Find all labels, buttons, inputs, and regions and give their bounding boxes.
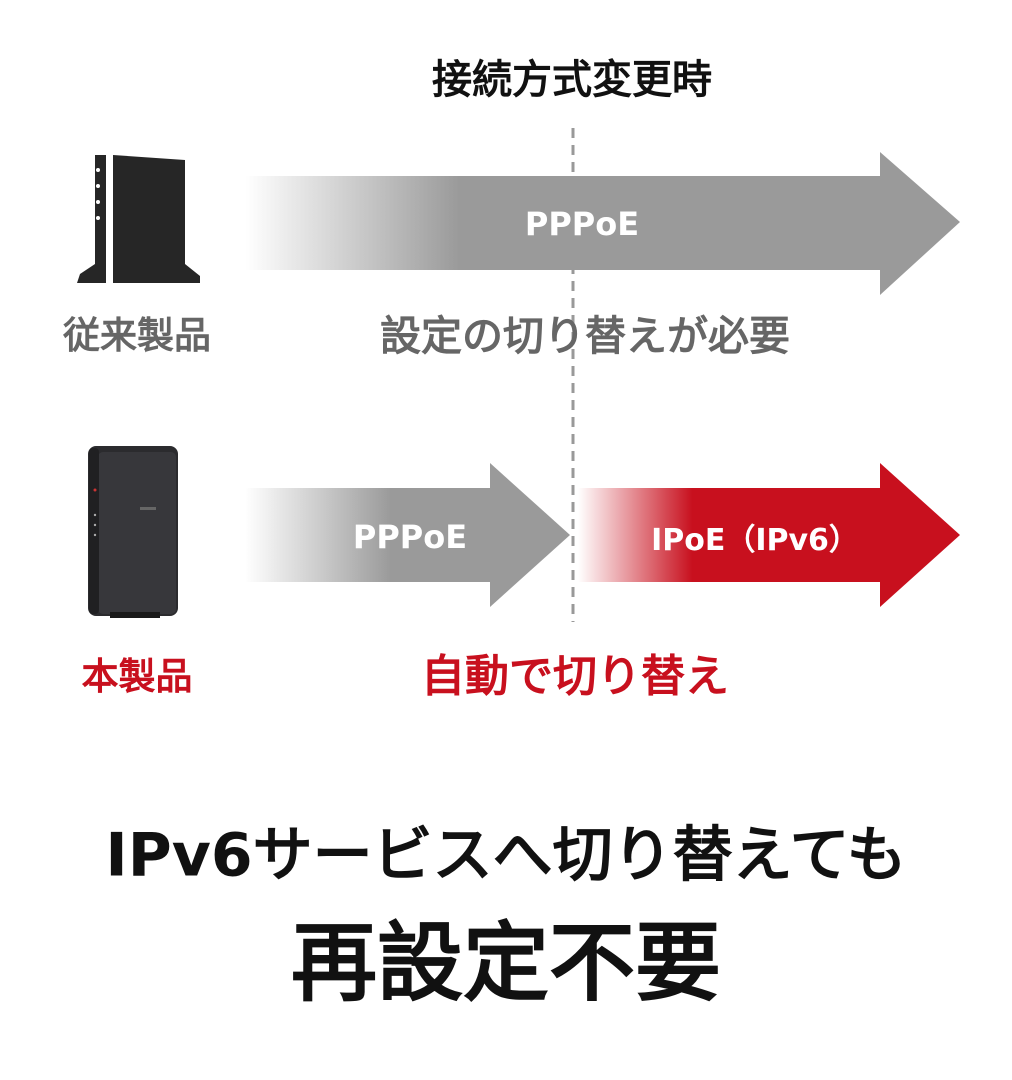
legacy-pppoe-arrow [245,152,960,295]
current-router-image [88,446,178,618]
current-product-label: 本製品 [81,655,193,698]
legacy-caption: 設定の切り替えが必要 [380,312,790,360]
legacy-product-label: 従来製品 [63,314,211,357]
current-ipoe-arrow [578,463,960,607]
current-pppoe-arrow [245,463,570,607]
current-caption: 自動で切り替え [421,651,729,702]
headline-line1: IPv6サービスへ切り替えても [105,820,907,891]
current-arrow-label-before: PPPoE [352,518,468,556]
headline-line2: 再設定不要 [291,913,721,1014]
title: 接続方式変更時 [432,57,712,103]
legacy-arrow-label: PPPoE [524,205,640,243]
legacy-router-icon [77,155,200,283]
current-arrow-label-after: IPoE（IPv6） [651,523,859,558]
